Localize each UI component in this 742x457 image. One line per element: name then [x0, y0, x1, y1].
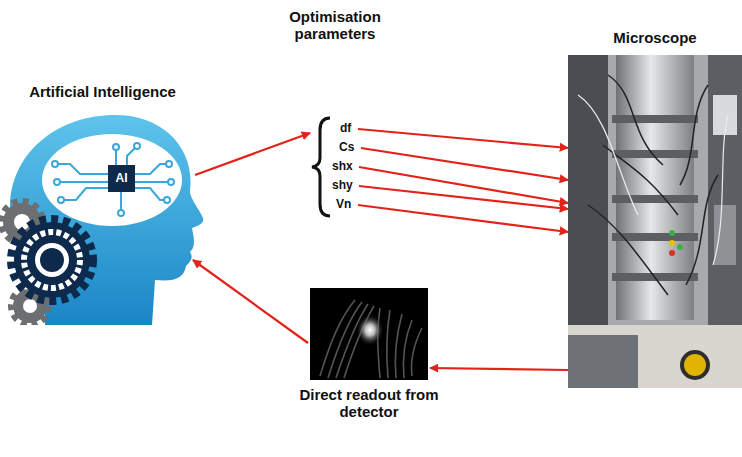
path-shape [680, 85, 708, 185]
microscope-photo-art [568, 55, 742, 388]
rect-shape [612, 115, 698, 123]
parameter-name: df [340, 122, 354, 136]
red-arrow [193, 260, 308, 343]
path-shape [713, 115, 728, 265]
node-heading: Optimisation parameters [270, 8, 400, 43]
circle-shape [680, 350, 710, 380]
g-shape [320, 300, 422, 378]
path-shape [686, 175, 718, 285]
circle-shape [164, 197, 170, 203]
circle-shape [11, 219, 93, 301]
circle-shape [669, 250, 675, 256]
parameter-item: shy [332, 179, 355, 193]
red-arrow [359, 186, 568, 209]
parameter-group: Optimisation parametersdfCsshxshyVn [312, 118, 372, 218]
g-shape [588, 75, 718, 295]
g-shape [669, 230, 683, 256]
rect-shape [714, 205, 736, 265]
ellipse-shape [356, 314, 384, 346]
circle-shape [166, 161, 172, 167]
path-shape [411, 328, 422, 376]
red-arrow [361, 148, 568, 180]
rect-shape [568, 325, 742, 388]
parameter-item: Cs [339, 141, 357, 155]
ai-head: Artificial IntelligenceAI [0, 110, 205, 325]
path-shape [320, 300, 355, 376]
path-shape [64, 188, 108, 200]
path-shape [588, 205, 668, 295]
parameter-item: shx [332, 160, 355, 174]
circle-shape [35, 243, 69, 277]
g-shape [58, 148, 168, 210]
red-arrow [358, 129, 568, 148]
rect-shape [708, 55, 742, 335]
microscope-photo: Microscope [568, 55, 742, 388]
circle-shape [669, 230, 675, 236]
parameter-item: df [340, 122, 354, 136]
detector-image: Direct readout from detector [310, 288, 428, 380]
circle-shape [23, 299, 37, 313]
rect-shape [568, 55, 742, 388]
circle-shape [24, 232, 80, 288]
rect-shape [568, 55, 608, 335]
ai-chip: AI [108, 165, 135, 192]
path-shape [135, 181, 168, 183]
path-shape [403, 320, 412, 378]
path-shape [58, 164, 108, 174]
rect-shape [310, 288, 428, 380]
parameter-name: Vn [336, 198, 354, 212]
parameter-name: shy [332, 179, 355, 193]
circle-shape [58, 197, 64, 203]
node-caption: Direct readout from detector [298, 386, 440, 421]
path-shape [135, 164, 166, 174]
g-shape [578, 95, 728, 265]
path-shape [608, 75, 663, 165]
chip-label: AI [116, 172, 128, 186]
path-shape [395, 314, 402, 378]
ai-head-art [0, 110, 205, 325]
path-shape [120, 192, 122, 210]
circle-shape [113, 144, 119, 150]
path-shape [135, 188, 164, 200]
circle-shape [168, 179, 174, 185]
circle-shape [40, 248, 64, 272]
circle-shape [118, 210, 124, 216]
curly-bracket [312, 118, 330, 216]
parameter-item: Vn [336, 198, 354, 212]
rect-shape [612, 195, 698, 203]
path-shape [387, 310, 390, 378]
red-arrow [358, 205, 568, 232]
circle-shape [684, 354, 706, 376]
ellipse-shape [42, 134, 182, 226]
g-shape [11, 219, 93, 301]
g-shape [612, 115, 698, 281]
rect-shape [568, 335, 638, 388]
circle-shape [52, 161, 58, 167]
circle-shape [54, 179, 60, 185]
circle-shape [677, 244, 683, 250]
node-heading: Microscope [568, 29, 742, 46]
path-shape [60, 181, 108, 183]
circle-shape [134, 143, 140, 149]
node-heading: Artificial Intelligence [0, 83, 205, 100]
red-arrow [430, 368, 568, 370]
circle-shape [669, 240, 675, 246]
parameter-name: Cs [339, 141, 357, 155]
g-shape [52, 143, 174, 216]
path-shape [578, 95, 638, 215]
red-arrow [195, 133, 310, 175]
parameter-name: shx [332, 160, 355, 174]
detector-image-art [310, 288, 428, 380]
